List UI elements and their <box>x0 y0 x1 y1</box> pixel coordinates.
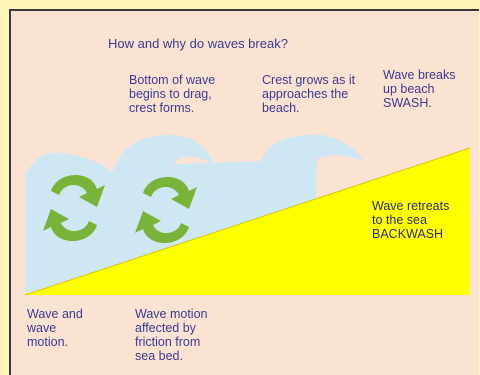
label-swash: Wave breaks up beach SWASH. <box>383 68 456 110</box>
sea-water <box>25 134 363 293</box>
wave-diagram <box>24 134 471 296</box>
label-backwash: Wave retreats to the sea BACKWASH <box>372 199 450 241</box>
label-friction: Wave motion affected by friction from se… <box>135 307 208 363</box>
diagram-frame: How and why do waves break? Bottom of wa… <box>9 9 479 375</box>
label-crest-grows: Crest grows as it approaches the beach. <box>262 73 356 115</box>
label-crest-forms: Bottom of wave begins to drag, crest for… <box>129 73 216 115</box>
rotation-arrow-icon <box>135 176 197 244</box>
diagram-title: How and why do waves break? <box>108 36 288 51</box>
sea-bed-line <box>24 147 471 296</box>
footer-note: ........... <box>35 369 60 375</box>
rotation-arrow-icon <box>43 174 105 242</box>
label-wave-motion: Wave and wave motion. <box>27 307 83 349</box>
